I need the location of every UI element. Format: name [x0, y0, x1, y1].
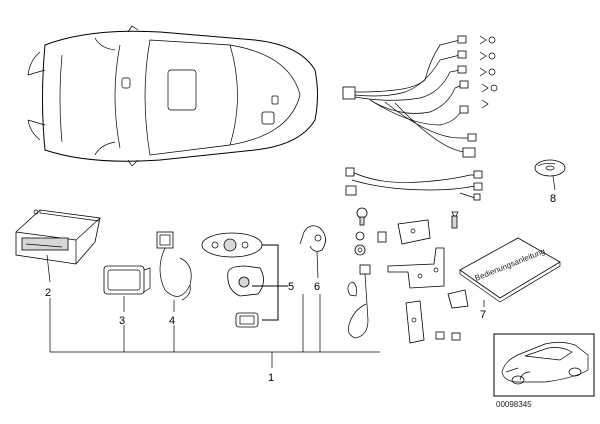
fastener-set	[354, 207, 459, 256]
callout-7: 7	[480, 309, 486, 321]
mounting-bracket	[103, 265, 151, 295]
l-bracket	[387, 247, 445, 289]
callout-3: 3	[119, 315, 125, 327]
leader-lines	[46, 175, 556, 368]
wiring-harness-main	[342, 35, 498, 158]
cable-clip	[299, 225, 326, 252]
callout-4: 4	[169, 315, 175, 327]
callout-5: 5	[288, 281, 294, 293]
vehicle-inset: 00098345	[493, 333, 595, 409]
car-top-view	[27, 25, 318, 167]
callout-1: 1	[268, 372, 274, 384]
small-brackets	[405, 289, 469, 344]
callout-2: 2	[45, 287, 51, 299]
microphone-cable	[347, 264, 371, 339]
image-number: 00098345	[496, 400, 532, 409]
antenna-cable	[156, 231, 192, 301]
harness-connector-group	[457, 35, 498, 158]
callout-numbers: 1 2 3 4 5 6 7 8	[45, 193, 556, 384]
controller-group	[201, 232, 288, 328]
wiring-harness-secondary	[345, 167, 483, 201]
callout-6: 6	[314, 281, 320, 293]
owners-manual: Bedienungsanleitung	[459, 237, 561, 303]
callout-8: 8	[550, 193, 556, 205]
navigation-cd	[534, 159, 566, 177]
navigation-computer	[15, 209, 101, 265]
